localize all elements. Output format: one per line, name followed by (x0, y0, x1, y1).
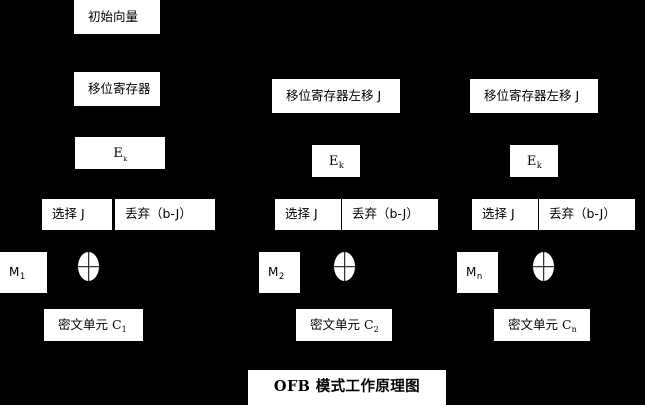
shift-register-box-2: 移位寄存器左移 J (272, 79, 400, 113)
shift-register-label-3: 移位寄存器左移 J (484, 87, 580, 103)
ciphertext-box-1: 密文单元 C1 (44, 309, 143, 341)
encrypt-box-2: Ek (312, 145, 360, 177)
xor-icon-2 (334, 252, 355, 281)
select-label-2: 选择 J (285, 206, 318, 222)
diagram-title: OFB 模式工作原理图 (273, 378, 421, 396)
discard-box-2: 丢弃（b-J） (342, 199, 438, 230)
xor-icon-3 (533, 252, 554, 281)
ciphertext-label-3: 密文单元 Cn (508, 316, 577, 334)
discard-box-3: 丢弃（b-J） (539, 199, 635, 230)
shift-register-label-1: 移位寄存器 (88, 80, 151, 96)
encrypt-box-1: Ek (75, 137, 165, 169)
select-box-2: 选择 J (275, 199, 341, 230)
diagram-title-box: OFB 模式工作原理图 (248, 370, 446, 405)
discard-label-2: 丢弃（b-J） (352, 206, 419, 222)
initial-vector-box: 初始向量 (74, 0, 160, 34)
encrypt-label-1: Ek (113, 145, 128, 163)
encrypt-box-3: Ek (510, 145, 558, 177)
encrypt-label-2: Ek (328, 153, 344, 170)
ciphertext-label-2: 密文单元 C2 (310, 316, 379, 334)
xor-icon-1 (78, 252, 99, 281)
plaintext-box-2: M2 (259, 252, 300, 293)
initial-vector-label: 初始向量 (88, 8, 139, 24)
ciphertext-box-3: 密文单元 Cn (494, 309, 590, 341)
ciphertext-box-2: 密文单元 C2 (296, 309, 392, 341)
plaintext-label-2: M2 (268, 265, 285, 283)
plaintext-label-1: M1 (9, 265, 26, 283)
select-label-1: 选择 J (52, 206, 85, 222)
select-label-3: 选择 J (482, 206, 515, 222)
encrypt-label-3: Ek (526, 153, 542, 170)
shift-register-label-2: 移位寄存器左移 J (286, 87, 382, 103)
plaintext-label-3: Mn (466, 265, 483, 283)
shift-register-box-3: 移位寄存器左移 J (470, 79, 598, 113)
plaintext-box-3: Mn (457, 252, 498, 293)
shift-register-box-1: 移位寄存器 (74, 72, 160, 106)
discard-label-3: 丢弃（b-J） (549, 206, 616, 222)
discard-box-1: 丢弃（b-J） (115, 199, 215, 230)
ciphertext-label-1: 密文单元 C1 (58, 316, 127, 334)
plaintext-box-1: M1 (0, 252, 47, 293)
select-box-3: 选择 J (472, 199, 538, 230)
discard-label-1: 丢弃（b-J） (125, 206, 192, 222)
select-box-1: 选择 J (42, 199, 112, 230)
